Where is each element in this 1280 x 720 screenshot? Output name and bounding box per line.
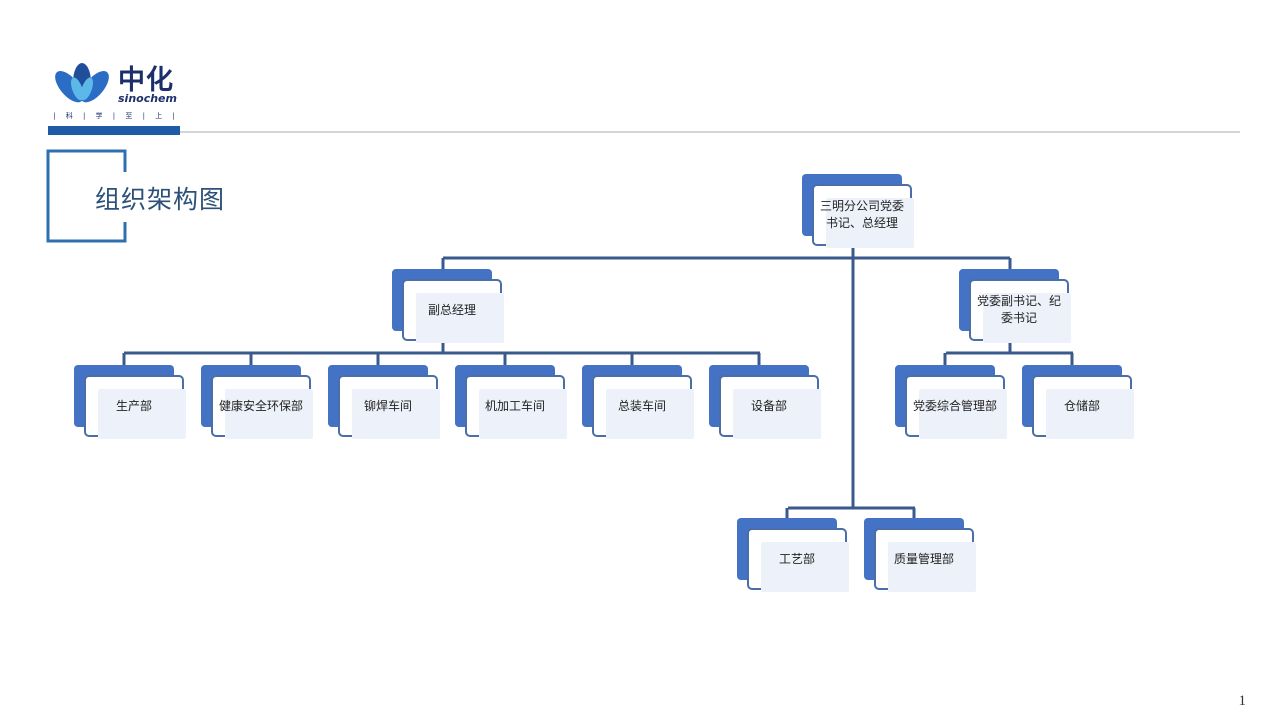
- node-card: [747, 528, 849, 592]
- node-label: 总装车间: [617, 398, 666, 413]
- tagline-char: 科: [65, 112, 73, 120]
- node-card: [874, 528, 976, 592]
- node-label: 三明分公司党委书记、总经理: [819, 199, 904, 230]
- node-card: [338, 375, 440, 439]
- lotus-logo-icon: [55, 63, 109, 103]
- node-label: 生产部: [115, 398, 152, 413]
- company-logo: 中化 sinochem | 科 | 学 | 至 | 上 |: [48, 56, 188, 138]
- node-fill: [416, 293, 504, 343]
- logo-bar: [48, 126, 180, 135]
- node-card: [1032, 375, 1134, 439]
- node-fill: [983, 293, 1071, 343]
- tagline-char: 学: [95, 112, 103, 120]
- node-fill: [888, 542, 976, 592]
- node-fill: [352, 389, 440, 439]
- node-card: [84, 375, 186, 439]
- node-card: [592, 375, 694, 439]
- node-fill: [733, 389, 821, 439]
- page-title: 组织架构图: [95, 185, 226, 214]
- node-fill: [606, 389, 694, 439]
- header-divider: [180, 131, 1240, 133]
- node-fill: [761, 542, 849, 592]
- node-card: [719, 375, 821, 439]
- node-card: [211, 375, 313, 439]
- title-bracket-frame: [46, 149, 127, 243]
- node-label: 党委副书记、纪委书记: [976, 294, 1061, 325]
- brand-name-cn: 中化: [118, 65, 174, 96]
- brand-name-en: sinochem: [118, 92, 177, 105]
- node-card: [812, 184, 914, 248]
- tagline-char: 至: [125, 112, 133, 120]
- node-card: [465, 375, 567, 439]
- brand-tagline: | 科 | 学 | 至 | 上 |: [53, 112, 175, 120]
- node-label: 铆焊车间: [363, 398, 412, 413]
- tagline-char: 上: [155, 112, 163, 120]
- node-label: 机加工车间: [484, 398, 545, 413]
- node-card: [969, 279, 1071, 343]
- page-number: 1: [1238, 693, 1247, 709]
- node-card: [905, 375, 1007, 439]
- node-fill: [225, 389, 313, 439]
- node-fill: [919, 389, 1007, 439]
- node-fill: [1046, 389, 1134, 439]
- node-label: 健康安全环保部: [218, 398, 303, 413]
- node-card: [402, 279, 504, 343]
- node-label: 仓储部: [1063, 398, 1100, 413]
- node-label: 工艺部: [778, 551, 815, 566]
- node-label: 设备部: [750, 398, 787, 413]
- node-label: 副总经理: [427, 302, 476, 317]
- node-label: 党委综合管理部: [912, 398, 997, 413]
- node-fill: [479, 389, 567, 439]
- node-label: 质量管理部: [893, 551, 954, 566]
- node-fill: [98, 389, 186, 439]
- node-fill: [826, 198, 914, 248]
